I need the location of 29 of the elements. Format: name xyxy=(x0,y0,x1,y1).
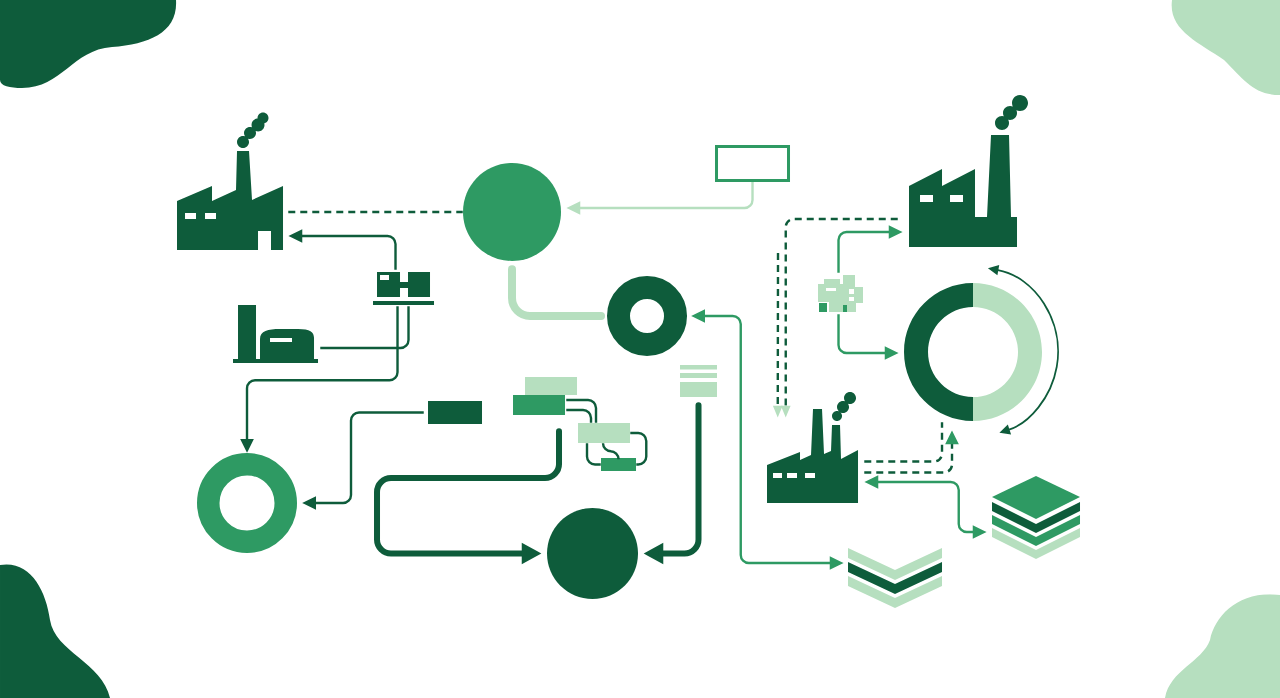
pallet-icon xyxy=(373,272,434,305)
dashed-line xyxy=(864,422,944,463)
connector-line xyxy=(320,306,410,350)
factory-icon xyxy=(177,112,283,250)
factory-icon xyxy=(909,95,1028,247)
outlined-box xyxy=(715,145,790,182)
factory-icon xyxy=(767,392,858,503)
plant-icon xyxy=(233,305,318,363)
filled-circle xyxy=(547,508,638,599)
filled-box xyxy=(428,401,482,424)
filled-box xyxy=(513,395,565,415)
connector-line xyxy=(508,265,605,320)
connector-line xyxy=(566,398,598,423)
connector-line xyxy=(585,443,601,466)
connector-line xyxy=(601,443,620,461)
filled-box xyxy=(578,423,630,443)
machine-icon xyxy=(818,275,863,312)
filled-box xyxy=(601,458,636,471)
layers-icon xyxy=(992,476,1080,559)
chevrons-icon xyxy=(848,548,942,608)
ring xyxy=(197,453,297,553)
connector-line xyxy=(630,431,648,466)
ring xyxy=(607,276,687,356)
filled-circle xyxy=(463,163,561,261)
donut-ring xyxy=(904,283,1042,421)
list-icon xyxy=(680,365,717,397)
dashed-line xyxy=(288,210,463,214)
filled-box xyxy=(525,377,577,395)
connector-line xyxy=(566,408,593,423)
